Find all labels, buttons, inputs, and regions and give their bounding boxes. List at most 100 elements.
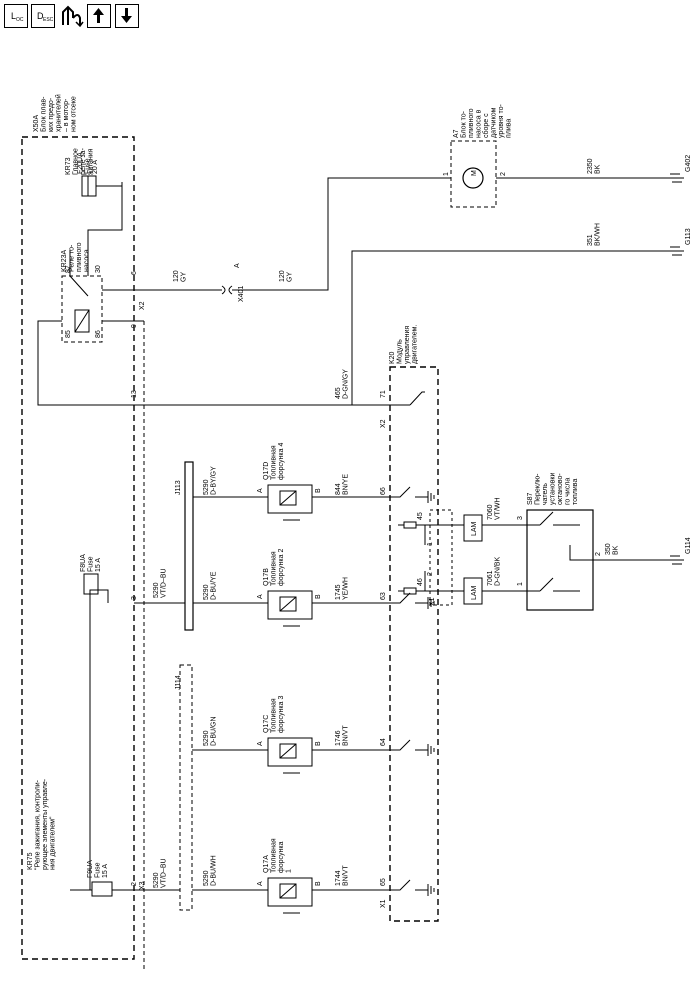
q17b-body xyxy=(267,590,313,620)
k20-pin-64: 64 xyxy=(380,738,387,746)
q17d-a: A xyxy=(257,488,264,493)
wire-5290-d: 5290D-BY/GY xyxy=(203,466,218,495)
relay-contact xyxy=(69,250,89,297)
f9ua-fuse-body xyxy=(91,881,113,897)
row-q17d xyxy=(193,486,411,498)
j114-box xyxy=(179,664,193,911)
diagram-labels: X50AБлок плав-ких предо-хранителей– в мо… xyxy=(27,94,692,908)
wire-7060: 7060VT/WH xyxy=(487,497,502,520)
q17a-a: A xyxy=(257,881,264,886)
k20-x1: X1 xyxy=(380,899,387,908)
a7-box xyxy=(450,140,497,208)
arrow-up-button[interactable] xyxy=(87,4,111,28)
s87-pin-2: 2 xyxy=(595,552,602,556)
k20-pin-66: 66 xyxy=(380,487,387,495)
s87-label: S87Переклю-чательустановкиоктаново-го чи… xyxy=(527,473,579,505)
x50a-box xyxy=(21,136,135,960)
q17b-b: B xyxy=(315,594,322,599)
k20-label: K20Модульуправлениядвигателем. xyxy=(389,325,419,364)
wire-1744: 1744BN/VT xyxy=(335,865,350,886)
k20-pin-65: 65 xyxy=(380,878,387,886)
switch-arrow-1: 1 xyxy=(427,542,434,546)
q17b-a: A xyxy=(257,594,264,599)
q17a-label: Q17AТопливнаяфорсунка1 xyxy=(263,838,293,873)
arrow-down-button[interactable] xyxy=(115,4,139,28)
description-button[interactable]: D ESC xyxy=(31,4,55,28)
q17a-body xyxy=(267,877,313,907)
pin-30: 30 xyxy=(95,265,102,273)
location-button[interactable]: L OC xyxy=(4,4,28,28)
g114: G114 xyxy=(685,537,692,554)
k20-box xyxy=(389,366,439,922)
wire-5290-b: 5290D-BU/YE xyxy=(203,571,218,600)
connector-swap-glyph xyxy=(62,5,84,28)
wire-350: 350BK xyxy=(605,543,620,555)
pin-85: 85 xyxy=(65,330,72,338)
wire-120-right xyxy=(232,177,451,291)
x2-label: X2 xyxy=(139,301,146,310)
arrow-up-icon xyxy=(93,8,104,23)
desc-sub-text: ESC xyxy=(43,17,54,23)
res-45 xyxy=(403,521,417,529)
k20-pin-46: 46 xyxy=(417,578,424,586)
wire-351: 351BK/WH xyxy=(587,223,602,246)
x3-label: X3 xyxy=(139,881,146,890)
f20ua-label: F20UAFuse20 A xyxy=(77,152,99,174)
kr73-feed-wire xyxy=(87,182,123,276)
x50a-label: X50AБлок плав-ких предо-хранителей– в мо… xyxy=(33,94,78,132)
loc-main-text: L xyxy=(11,11,17,21)
q17d-body xyxy=(267,484,313,514)
wire-5290-vt1: 5290VT/D–BU xyxy=(153,568,168,598)
j113-label: J113 xyxy=(175,480,182,495)
k20-pin-63: 63 xyxy=(380,592,387,600)
q17d-b: B xyxy=(315,488,322,493)
f8ua-label: F8UAFuse15 A xyxy=(80,554,102,572)
f8ua-pin: 3 xyxy=(131,596,138,600)
connector-swap-icon[interactable] xyxy=(60,4,84,28)
loc-sub-text: OC xyxy=(16,17,24,23)
pin-87: 87 xyxy=(65,265,72,273)
x1-small-box xyxy=(429,509,453,606)
wire-844: 844BN/YE xyxy=(335,474,350,495)
a7-motor xyxy=(462,167,484,189)
x2-pin-9: 9 xyxy=(131,324,138,328)
s87-pin-3: 3 xyxy=(517,516,524,520)
lam-2: LAM xyxy=(471,585,478,600)
x401-pin: A xyxy=(234,263,241,268)
x2-pin-13: 13 xyxy=(131,390,138,398)
f8ua-fuse-body xyxy=(83,573,99,595)
kr73-label: KR73Главноереле за-жигания xyxy=(65,147,95,175)
arrow-down-icon xyxy=(121,8,132,23)
row-q17b xyxy=(193,592,411,604)
s87-pin-1: 1 xyxy=(517,582,524,586)
relay-coil xyxy=(74,309,90,333)
desc-main-text: D xyxy=(37,11,44,21)
q17c-a: A xyxy=(257,741,264,746)
lam-1: LAM xyxy=(471,521,478,536)
s87-lines xyxy=(482,524,540,592)
wire-120-a: 120GY xyxy=(173,270,188,282)
q17b-label: Q17BТопливнаяфорсунка 2 xyxy=(263,549,285,586)
q17c-b: B xyxy=(315,741,322,746)
wire-5290-vt2: 5290VT/D–BU xyxy=(153,858,168,888)
k20-x1b: X1 xyxy=(429,597,436,606)
j114-label: J114 xyxy=(175,675,182,690)
a7-pin-2: 2 xyxy=(500,172,507,176)
row-q17c xyxy=(192,739,411,751)
wire-5290-c: 5290D-BU/GN xyxy=(203,716,218,746)
k20-pin-71: 71 xyxy=(380,390,387,398)
a7-label: A7Блок то-пливногонасоса всборе сдатчико… xyxy=(453,103,513,138)
f8ua-feed xyxy=(89,589,109,890)
x401-label: X401 xyxy=(238,286,245,302)
row-q17a xyxy=(192,879,411,891)
q17d-label: Q17DТопливнаяфорсунка 4 xyxy=(263,443,285,480)
wire-2350: 2350BK xyxy=(587,158,602,174)
j113-bar xyxy=(184,461,194,631)
wire-1745: 1745YE/WH xyxy=(335,577,350,600)
kr75-label: KR75"Реле зажигания, контроли-рующее эле… xyxy=(27,778,57,870)
q17a-b: B xyxy=(315,881,322,886)
k20-pin-45: 45 xyxy=(417,512,424,520)
a7-motor-label: M xyxy=(471,170,478,176)
